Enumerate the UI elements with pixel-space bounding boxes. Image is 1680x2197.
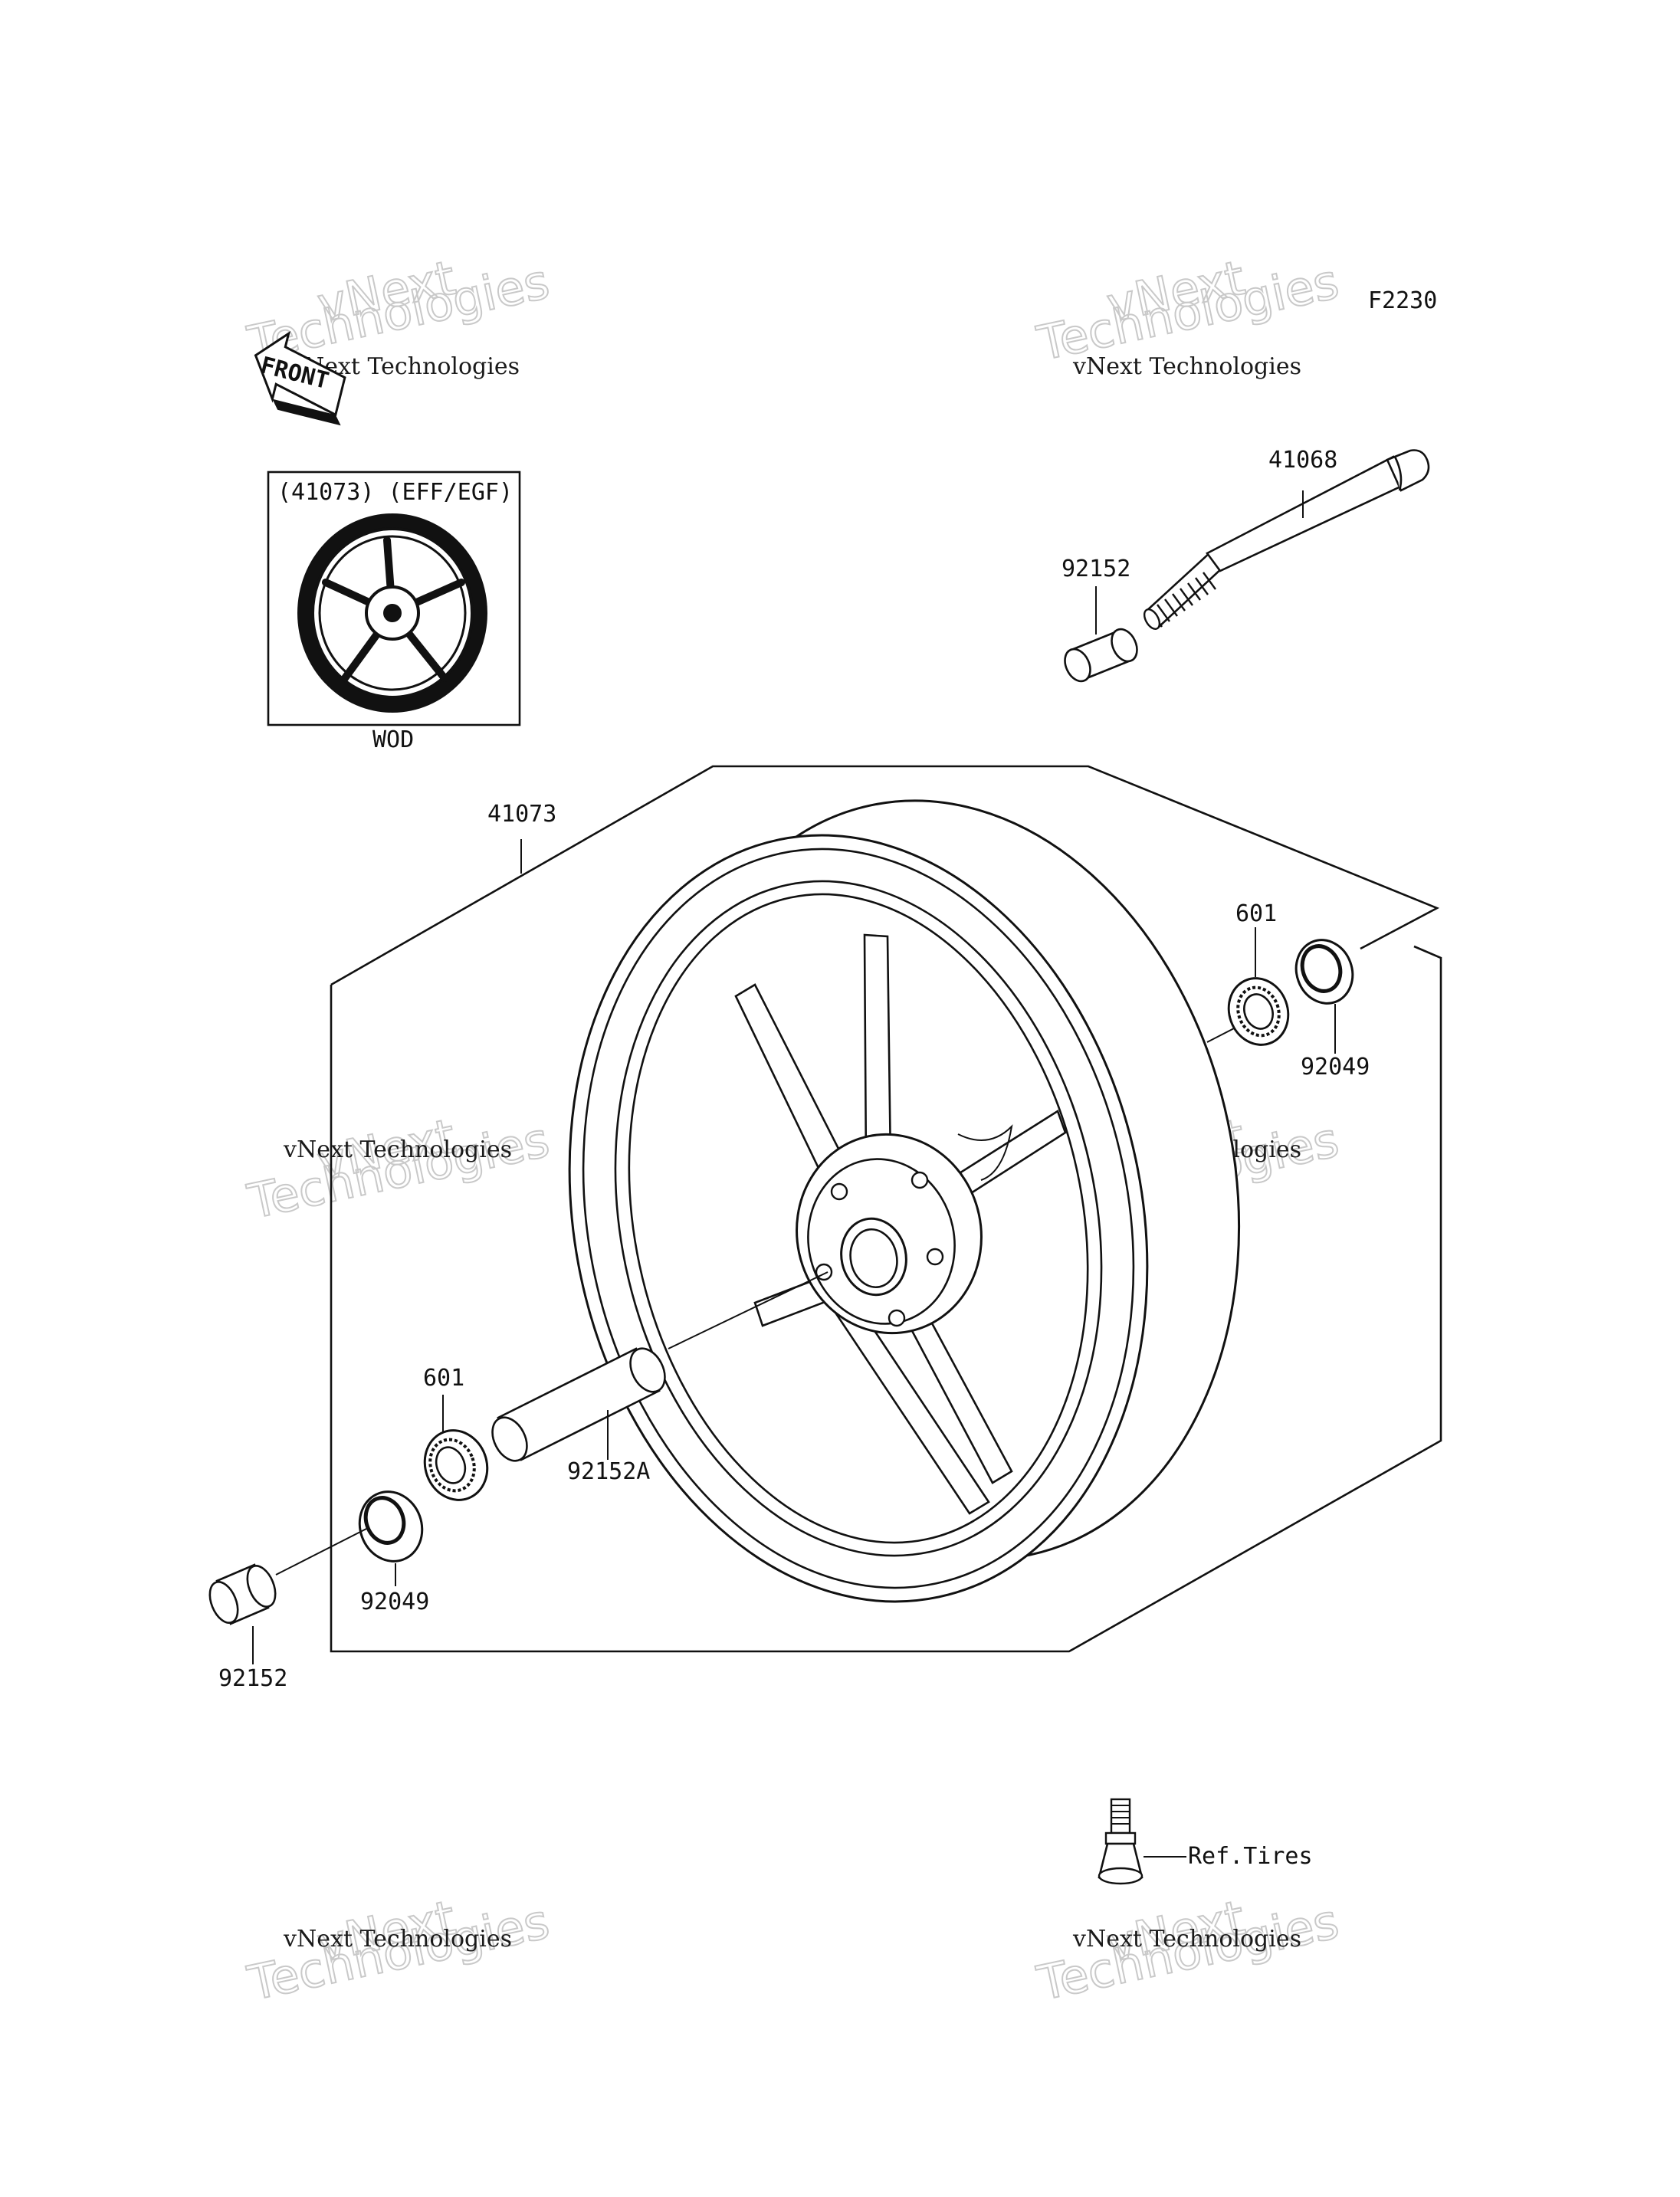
inset-caption: WOD xyxy=(372,726,414,753)
collar-left-part xyxy=(208,1563,277,1625)
front-arrow-icon: FRONT xyxy=(254,330,346,426)
collar-right-part xyxy=(1064,628,1138,683)
label-seal-left: 92049 xyxy=(360,1589,429,1615)
label-bearing-right: 601 xyxy=(1235,900,1277,927)
axis-line-right-1 xyxy=(1206,1028,1235,1043)
watermark-small-6: vNext Technologies xyxy=(1072,1926,1301,1953)
bearing-right-part xyxy=(1227,977,1290,1046)
watermark-small-5: vNext Technologies xyxy=(283,1926,512,1953)
inset-variant: (41073) (EFF/EGF) WOD xyxy=(267,471,521,753)
wheel-part xyxy=(568,799,1241,1603)
inset-wheel-icon xyxy=(297,513,487,713)
label-valve: Ref.Tires xyxy=(1188,1843,1313,1870)
label-collar-right: 92152 xyxy=(1061,556,1130,582)
label-bearing-left: 601 xyxy=(423,1365,464,1392)
watermark-3: Technologies vNext vNext Technologies xyxy=(242,1107,555,1231)
label-seal-right: 92049 xyxy=(1301,1054,1370,1080)
ref-code: F2230 xyxy=(1368,287,1437,314)
valve-part xyxy=(1098,1798,1144,1885)
assembly-outline-top xyxy=(330,765,1440,986)
watermark-small-3: vNext Technologies xyxy=(283,1136,512,1163)
axis-line-left xyxy=(275,1528,367,1576)
watermark-small-2: vNext Technologies xyxy=(1072,353,1301,380)
assembly-outline xyxy=(330,945,1442,1653)
axle-part xyxy=(1143,449,1430,630)
axis-line-center xyxy=(668,1271,829,1349)
bearing-left-part xyxy=(423,1429,489,1501)
seal-left-part xyxy=(358,1490,424,1562)
watermark-6: Technologies vNext vNext Technologies xyxy=(1032,1889,1344,2012)
inset-header: (41073) (EFF/EGF) xyxy=(277,479,513,506)
seal-right-part xyxy=(1294,939,1354,1005)
label-wheel: 41073 xyxy=(487,801,556,828)
watermark-5: Technologies vNext vNext Technologies xyxy=(242,1889,555,2012)
watermark-2: Technologies vNext vNext Technologies xyxy=(1032,249,1344,380)
label-axle: 41068 xyxy=(1268,447,1337,474)
spacer-part xyxy=(491,1347,666,1462)
label-collar-left: 92152 xyxy=(218,1665,287,1692)
label-spacer: 92152A xyxy=(567,1458,650,1485)
